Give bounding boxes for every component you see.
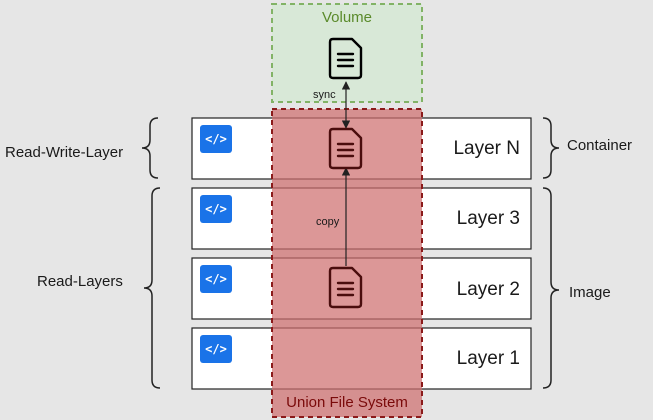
document-icon: [328, 37, 363, 80]
sync-label: sync: [313, 89, 336, 101]
brace-image: [542, 187, 560, 389]
copy-label: copy: [316, 216, 340, 228]
image-label: Image: [569, 284, 611, 301]
brace-container: [542, 117, 560, 179]
layer-label-3: Layer 3: [456, 208, 520, 229]
volume-label: Volume: [321, 9, 373, 26]
code-badge-layer-1: </>: [200, 335, 232, 363]
union-fs-label: Union File System: [286, 394, 408, 411]
read-write-layer-label: Read-Write-Layer: [5, 144, 124, 161]
layer-label-1: Layer 1: [456, 348, 520, 369]
brace-read-layers: [143, 187, 161, 389]
layer-label-2: Layer 2: [456, 279, 520, 300]
layer-label-n: Layer N: [453, 138, 520, 159]
code-badge-layer-2: </>: [200, 265, 232, 293]
brace-read-write: [141, 117, 159, 179]
code-badge-layer-n: </>: [200, 125, 232, 153]
document-icon: [328, 127, 363, 170]
container-label: Container: [567, 137, 633, 154]
read-layers-label: Read-Layers: [37, 273, 123, 290]
code-badge-layer-3: </>: [200, 195, 232, 223]
union-fs-box: [271, 108, 423, 418]
document-icon: [328, 266, 363, 309]
